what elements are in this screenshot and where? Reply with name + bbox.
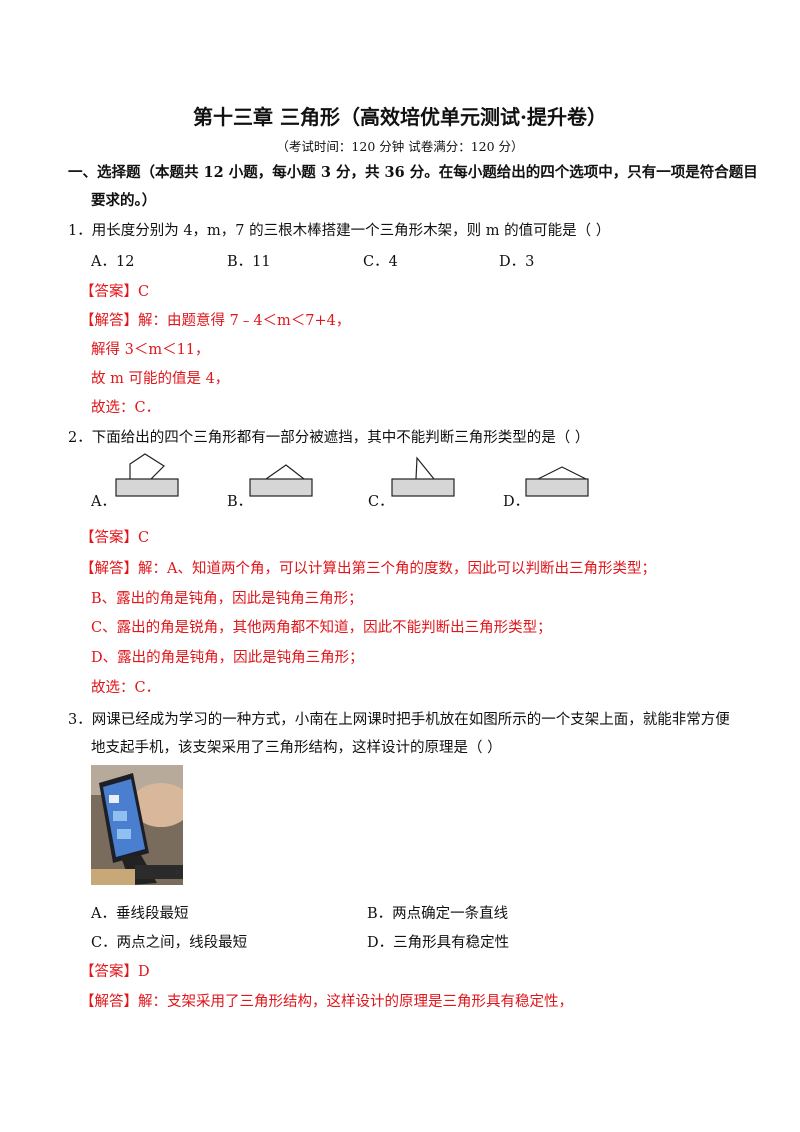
page-title: 第十三章 三角形（高效培优单元测试·提升卷） bbox=[193, 105, 607, 129]
q1-stem: 1．用长度分别为 4，m，7 的三根木棒搭建一个三角形木架，则 m 的值可能是（… bbox=[68, 223, 611, 239]
triangle-figure-d bbox=[525, 466, 589, 497]
triangle-figure-a bbox=[115, 453, 179, 497]
q3-solution-line: 【解答】解：支架采用了三角形结构，这样设计的原理是三角形具有稳定性， bbox=[80, 994, 573, 1010]
q1-answer: 【答案】C bbox=[80, 284, 150, 300]
q1-option-c: C．4 bbox=[363, 254, 398, 270]
triangle-figure-c bbox=[391, 456, 455, 497]
q3-option-c: C．两点之间，线段最短 bbox=[91, 935, 248, 951]
q1-solution-line: 故 m 可能的值是 4， bbox=[91, 371, 230, 387]
q1-option-a: A．12 bbox=[91, 254, 135, 270]
q3-option-a: A．垂线段最短 bbox=[91, 906, 189, 922]
q2-answer: 【答案】C bbox=[80, 530, 150, 546]
q2-solution-line: 【解答】解：A、知道两个角，可以计算出第三个角的度数，因此可以判断出三角形类型； bbox=[80, 561, 656, 577]
q2-option-b: B． bbox=[227, 494, 253, 510]
q2-solution-line: C、露出的角是锐角，其他两角都不知道，因此不能判断出三角形类型； bbox=[91, 620, 552, 636]
q3-stem: 3．网课已经成为学习的一种方式，小南在上网课时把手机放在如图所示的一个支架上面，… bbox=[68, 712, 730, 728]
q1-solution-line: 故选：C． bbox=[91, 400, 161, 416]
q2-option-c: C． bbox=[368, 494, 394, 510]
q1-option-b: B．11 bbox=[227, 254, 271, 270]
phone-stand-photo bbox=[91, 765, 183, 885]
q2-option-d: D． bbox=[503, 494, 530, 510]
q2-option-a: A． bbox=[91, 494, 116, 510]
q3-answer: 【答案】D bbox=[80, 964, 150, 980]
q1-option-d: D．3 bbox=[499, 254, 535, 270]
q2-solution-line: 故选：C． bbox=[91, 680, 161, 696]
section-heading-cont: 要求的。） bbox=[91, 192, 157, 209]
section-heading: 一、选择题（本题共 12 小题，每小题 3 分，共 36 分。在每小题给出的四个… bbox=[68, 164, 758, 181]
q3-option-d: D．三角形具有稳定性 bbox=[367, 935, 510, 951]
q1-solution-line: 【解答】解：由题意得 7﹣4＜m＜7+4， bbox=[80, 313, 351, 329]
q2-stem: 2．下面给出的四个三角形都有一部分被遮挡，其中不能判断三角形类型的是（ ） bbox=[68, 430, 590, 446]
exam-info: （考试时间：120 分钟 试卷满分：120 分） bbox=[276, 139, 524, 154]
q2-solution-line: D、露出的角是钝角，因此是钝角三角形； bbox=[91, 650, 364, 666]
triangle-figure-b bbox=[249, 464, 313, 497]
q3-option-b: B．两点确定一条直线 bbox=[367, 906, 509, 922]
q1-solution-line: 解得 3＜m＜11， bbox=[91, 342, 210, 358]
q3-stem-cont: 地支起手机，该支架采用了三角形结构，这样设计的原理是（ ） bbox=[91, 740, 502, 756]
q2-solution-line: B、露出的角是钝角，因此是钝角三角形； bbox=[91, 591, 363, 607]
